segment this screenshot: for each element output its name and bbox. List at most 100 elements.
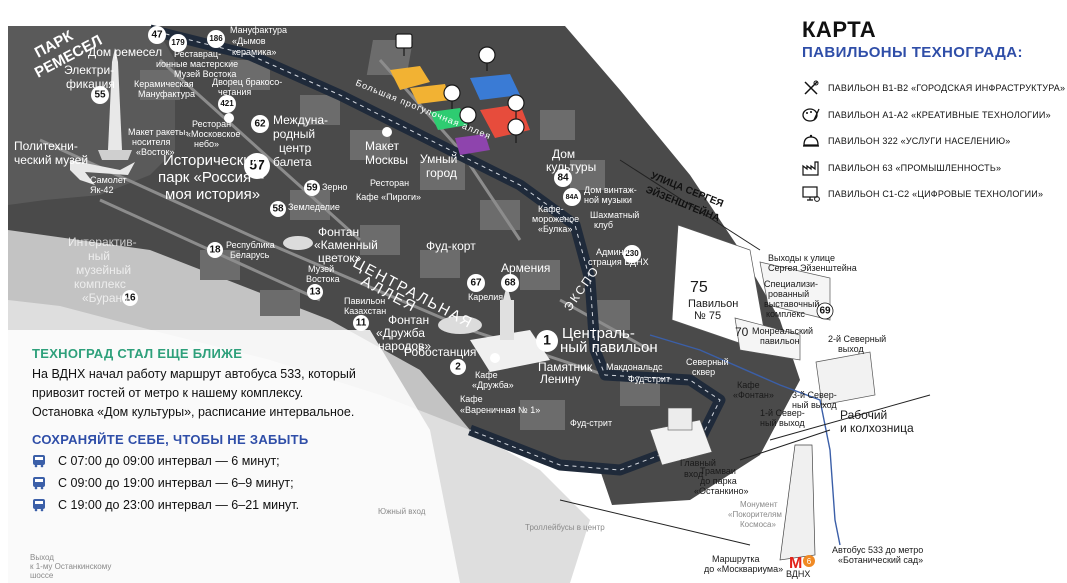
svg-text:«Дружба: «Дружба (376, 326, 425, 340)
rocket-vostok (98, 48, 132, 160)
num-67: 67 (467, 274, 485, 292)
svg-text:Керамическая: Керамическая (134, 79, 194, 89)
svg-text:Дворец бракосо-: Дворец бракосо- (212, 77, 282, 87)
svg-text:186: 186 (209, 34, 223, 43)
num-16: 16 (122, 290, 138, 306)
num-47: 47 (148, 26, 166, 44)
svg-text:57: 57 (249, 157, 265, 173)
num-11: 11 (353, 315, 369, 331)
num-2: 2 (450, 359, 466, 375)
svg-text:Фонтан: Фонтан (388, 313, 429, 327)
monreal-pavilion-building (734, 317, 801, 361)
svg-text:421: 421 (220, 99, 234, 108)
svg-text:Макет ракеты-: Макет ракеты- (128, 127, 188, 137)
svg-text:выход: выход (838, 344, 864, 354)
central-pavilion-building (470, 285, 550, 372)
svg-text:комплекс: комплекс (766, 309, 805, 319)
svg-text:Автобус 533 до метро: Автобус 533 до метро (832, 545, 923, 555)
svg-text:балета: балета (273, 155, 312, 169)
svg-text:фикация: фикация (66, 77, 115, 91)
svg-text:вход: вход (684, 469, 704, 479)
svg-text:13: 13 (309, 287, 321, 298)
svg-text:Админи-: Админи- (596, 247, 631, 257)
num-69: 69 (816, 302, 834, 320)
svg-text:культуры: культуры (546, 160, 596, 174)
num-13: 13 (307, 284, 323, 300)
legend-title: КАРТА (802, 17, 877, 42)
svg-text:Карелия: Карелия (468, 292, 503, 302)
schedule-text: С 09:00 до 19:00 интервал — 6–9 минут; (58, 475, 294, 490)
svg-text:четания: четания (218, 87, 251, 97)
svg-text:Космоса»: Космоса» (740, 520, 777, 529)
num-57: 57 (244, 153, 270, 179)
svg-text:Централь-: Централь- (562, 325, 635, 342)
svg-text:Павильон: Павильон (344, 296, 385, 306)
svg-text:59: 59 (306, 183, 318, 194)
svg-text:67: 67 (470, 278, 482, 289)
pavilion-green (430, 108, 468, 130)
num-230: 230 (623, 245, 641, 263)
svg-text:ной музыки: ной музыки (584, 195, 632, 205)
svg-text:шоссе: шоссе (30, 571, 54, 580)
svg-text:Главный: Главный (680, 458, 716, 468)
schedule-row: С 09:00 до 19:00 интервал — 6–9 минут; (32, 474, 362, 491)
svg-text:Фуд-стрит: Фуд-стрит (628, 374, 670, 384)
num-1: 1 (536, 330, 558, 352)
svg-text:3-й Север-: 3-й Север- (792, 390, 837, 400)
pavilion-purple (455, 134, 490, 155)
svg-text:народов»: народов» (378, 339, 431, 353)
svg-text:Кафе-: Кафе- (538, 204, 564, 214)
svg-text:Междуна-: Междуна- (273, 113, 328, 127)
svg-text:58: 58 (272, 204, 284, 215)
svg-text:Интерактив-: Интерактив- (68, 235, 137, 249)
legend-item: ПАВИЛЬОН 322 «УСЛУГИ НАСЕЛЕНИЮ» (802, 128, 1067, 155)
svg-text:рованный: рованный (768, 289, 809, 299)
wc-icons (224, 113, 594, 483)
svg-text:к 1-му Останкинскому: к 1-му Останкинскому (30, 562, 111, 571)
svg-text:75: 75 (690, 279, 708, 296)
info-paragraph: На ВДНХ начал работу маршрут автобуса 53… (32, 367, 356, 419)
info-heading: ТЕХНОГРАД СТАЛ ЕЩЕ БЛИЖЕ (32, 346, 243, 361)
tools-icon (804, 80, 819, 95)
num-55: 55 (91, 86, 109, 104)
svg-text:цветок»: цветок» (318, 251, 362, 265)
schedule-row: С 07:00 до 09:00 интервал — 6 минут; (32, 452, 362, 469)
svg-text:Троллейбусы в центр: Троллейбусы в центр (525, 523, 605, 532)
svg-text:павильон: павильон (760, 336, 800, 346)
svg-text:№ 75: № 75 (694, 310, 721, 322)
svg-text:клуб: клуб (594, 220, 613, 230)
svg-text:«Каменный: «Каменный (314, 238, 378, 252)
svg-text:1: 1 (543, 332, 551, 348)
svg-text:179: 179 (171, 38, 185, 47)
legend-item: ПАВИЛЬОН 63 «ПРОМЫШЛЕННОСТЬ» (802, 155, 1067, 182)
svg-text:55: 55 (94, 90, 106, 101)
svg-text:моя история»: моя история» (165, 186, 260, 203)
svg-text:мороженое: мороженое (532, 214, 579, 224)
fountain-druzhba (438, 316, 482, 334)
svg-text:Музей: Музей (308, 264, 334, 274)
svg-text:«Восток»: «Восток» (136, 147, 174, 157)
svg-text:ный выход: ный выход (760, 418, 805, 428)
svg-text:Монумент: Монумент (740, 500, 778, 509)
svg-text:M: M (789, 555, 802, 572)
svg-text:70: 70 (735, 325, 749, 339)
legend-item: ПАВИЛЬОН В1-В2 «ГОРОДСКАЯ ИНФРАСТРУКТУРА… (802, 75, 1067, 102)
svg-text:«Покорителям: «Покорителям (728, 510, 782, 519)
svg-text:Павильон: Павильон (688, 298, 738, 310)
svg-text:Умный: Умный (420, 152, 457, 166)
schedule-text: С 19:00 до 23:00 интервал — 6–21 минут. (58, 497, 300, 512)
svg-text:«Дымов: «Дымов (232, 36, 266, 46)
svg-text:Самолет: Самолет (90, 175, 127, 185)
svg-text:Мануфактура: Мануфактура (230, 25, 287, 35)
svg-text:84А: 84А (566, 194, 579, 201)
info-overlay (8, 330, 460, 583)
svg-text:Дом винтаж-: Дом винтаж- (584, 185, 637, 195)
svg-text:Северный: Северный (686, 357, 729, 367)
svg-text:Реставрац-: Реставрац- (174, 49, 221, 59)
svg-text:Республика: Республика (226, 240, 275, 250)
svg-text:Востока: Востока (306, 274, 340, 284)
park-area (8, 26, 175, 205)
num-59: 59 (304, 180, 320, 196)
svg-text:Сергея Эйзенштейна: Сергея Эйзенштейна (768, 263, 857, 273)
